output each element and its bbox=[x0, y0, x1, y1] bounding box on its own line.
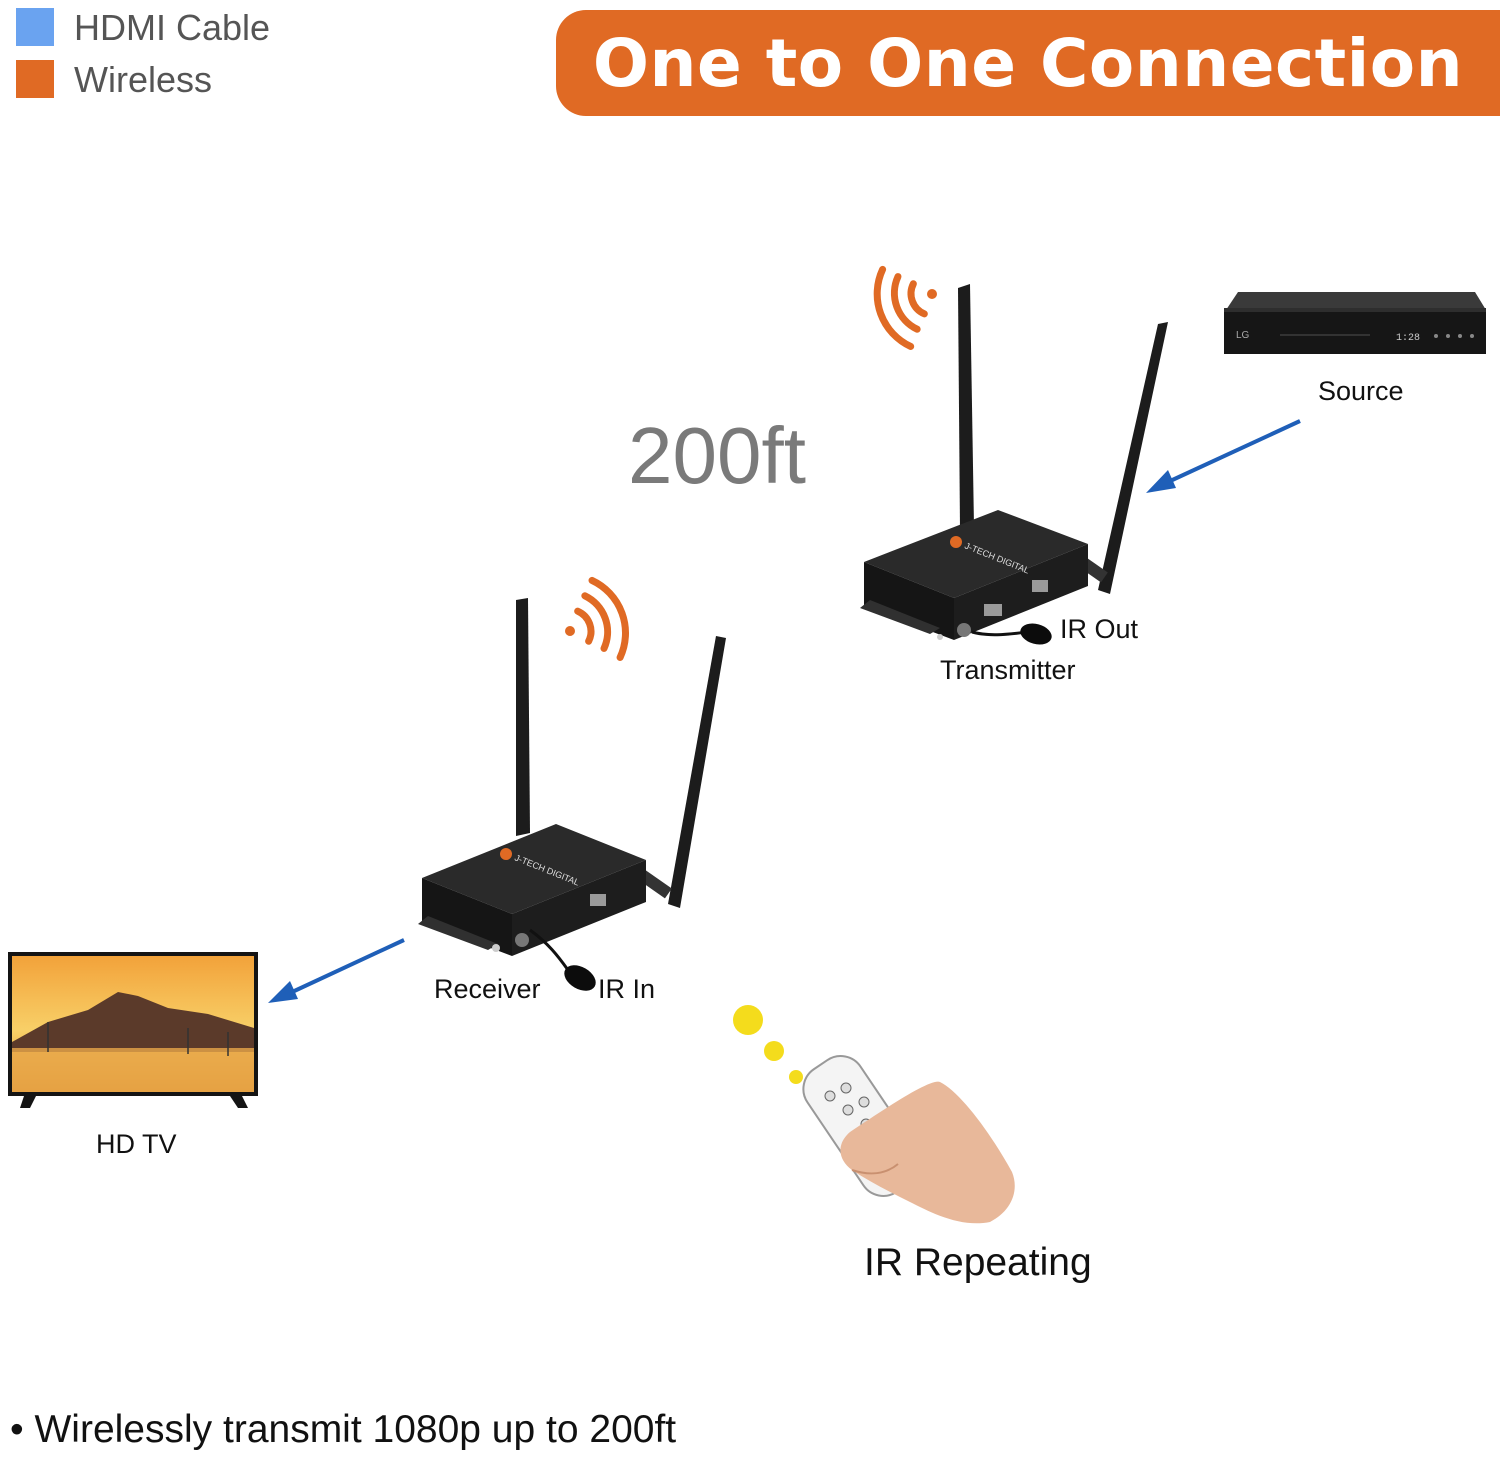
legend-swatch-hdmi bbox=[16, 8, 54, 46]
legend-swatch-wireless bbox=[16, 60, 54, 98]
ir-repeating-label: IR Repeating bbox=[864, 1241, 1092, 1284]
wireless-signal-icon-receiver bbox=[565, 576, 629, 661]
hd-tv-label: HD TV bbox=[96, 1129, 177, 1159]
svg-text:1:28: 1:28 bbox=[1396, 333, 1420, 344]
receiver-label: Receiver bbox=[434, 974, 541, 1004]
ir-in-sensor-icon bbox=[564, 965, 596, 991]
ir-remote-hand-icon bbox=[802, 1055, 1015, 1224]
source-label: Source bbox=[1318, 376, 1404, 406]
transmitter-label: Transmitter bbox=[940, 655, 1076, 685]
wireless-signal-icon-transmitter bbox=[873, 265, 937, 350]
receiver-device: J-TECH DIGITAL bbox=[418, 598, 726, 971]
title-banner: One to One Connection bbox=[556, 10, 1500, 116]
svg-text:LG: LG bbox=[1236, 330, 1250, 341]
hd-tv-icon bbox=[8, 952, 258, 1108]
page-title: One to One Connection bbox=[592, 24, 1464, 102]
legend-label-hdmi: HDMI Cable bbox=[74, 7, 271, 48]
feature-bullet: • Wirelessly transmit 1080p up to 200ft bbox=[10, 1408, 677, 1451]
transmitter-device: J-TECH DIGITAL bbox=[860, 284, 1168, 645]
ir-out-label: IR Out bbox=[1060, 614, 1139, 644]
source-device: LG 1:28 bbox=[1224, 292, 1486, 354]
ir-signal-dots-icon bbox=[733, 1005, 803, 1084]
legend-label-wireless: Wireless bbox=[74, 59, 213, 100]
ir-in-label: IR In bbox=[598, 974, 656, 1004]
distance-label: 200ft bbox=[628, 411, 806, 500]
